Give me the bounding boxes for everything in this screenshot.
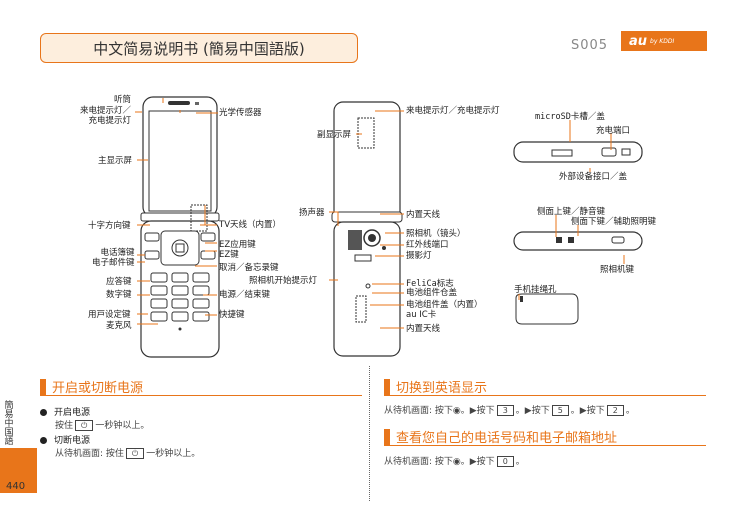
english-text-a: 从待机画面: 按下 (384, 406, 453, 416)
label-mic: 麦克风 (106, 321, 132, 331)
label-power-key: 电源／结束键 (219, 290, 271, 300)
key-2: 2 (606, 405, 624, 416)
center-key-icon: ◉ (452, 457, 461, 467)
label-sub-display: 副显示屏 (317, 130, 352, 140)
label-inner-antenna: 内置天线 (406, 210, 441, 220)
power-off-text-b: 一秒钟以上。 (146, 449, 201, 459)
label-number-key: 数字键 (106, 290, 132, 300)
english-text-b: 。▶按下 (460, 406, 495, 416)
english-text-c: 。▶按下 (515, 406, 550, 416)
label-camera-start-light: 照相机开始提示灯 (249, 276, 318, 286)
label-battery-cover: 电池组件仓盖 (406, 288, 458, 298)
key-3: 3 (496, 405, 514, 416)
myinfo-text-a: 从待机画面: 按下 (384, 457, 453, 467)
label-charge-port: 充电端口 (596, 126, 631, 136)
power-on-title: 开启电源 (54, 408, 91, 418)
label-cancel-key: 取消／备忘录键 (219, 263, 279, 273)
label-main-display: 主显示屏 (98, 156, 133, 166)
label-incoming-light-back: 来电提示灯／充电提示灯 (406, 106, 500, 116)
label-microsd: microSD卡槽／盖 (535, 112, 605, 122)
phone-side-top-illustration (513, 141, 643, 163)
power-on-text-a: 按住 (55, 421, 74, 431)
label-side-down-key: 侧面下键／辅助照明键 (571, 217, 657, 227)
column-divider (369, 366, 370, 501)
power-off-text: 从待机画面: 按住⏻一秒钟以上。 (55, 446, 200, 459)
power-off-text-a: 从待机画面: 按住 (55, 449, 124, 459)
section-english-title-text: 切换到英语显示 (396, 381, 488, 396)
logo-sub: by KDDI (650, 37, 675, 45)
section-bar (384, 428, 390, 445)
english-text-d: 。▶按下 (570, 406, 605, 416)
english-text-e: 。 (625, 406, 635, 416)
page-title: 中文简易说明书 (簡易中国語版) (40, 33, 358, 63)
section-bar (40, 378, 46, 395)
key-0: 0 (496, 456, 514, 467)
label-shortcut-key: 快捷键 (219, 310, 245, 320)
label-ez-app-key: EZ应用键 EZ键 (219, 240, 256, 260)
power-key-icon: ⏻ (75, 420, 94, 431)
label-cross-key: 十字方向键 (88, 221, 131, 231)
side-tab-label: 簡易中国語 (0, 400, 14, 449)
label-ext-port: 外部设备接口／盖 (559, 172, 628, 182)
section-power-title-text: 开启或切断电源 (52, 381, 144, 396)
logo-main: au (629, 33, 648, 49)
label-battery-pack: 电池组件盖（内置） au IC卡 (406, 300, 483, 320)
phone-front-illustration (140, 96, 220, 358)
center-key-icon: ◉ (452, 406, 461, 416)
section-power-title: 开启或切断电源 (40, 378, 362, 396)
model-name: S005 (571, 38, 609, 53)
power-on-text: 按住⏻一秒钟以上。 (55, 418, 149, 431)
label-inner-antenna-2: 内置天线 (406, 324, 441, 334)
phone-strap-illustration (515, 293, 579, 325)
power-off-title: 切断电源 (54, 436, 91, 446)
bullet-power-off: 切断电源 (40, 433, 90, 446)
label-earpiece: 听筒 (114, 95, 132, 105)
section-english-title: 切换到英语显示 (384, 378, 706, 396)
bullet-dot (40, 409, 47, 416)
power-on-text-b: 一秒钟以上。 (95, 421, 150, 431)
label-ir-port: 红外线端口 (406, 240, 449, 250)
side-tab-text: 簡易中国語 (2, 400, 13, 445)
label-incoming-light-front: 来电提示灯／ 充电提示灯 (80, 106, 132, 126)
label-camera-key: 照相机键 (600, 265, 635, 275)
section-myinfo-title-text: 查看您自己的电话号码和电子邮箱地址 (396, 431, 618, 446)
label-strap-hole: 手机挂绳孔 (514, 285, 557, 295)
label-photo-light: 摄影灯 (406, 251, 432, 261)
label-phonebook-key: 电话簿键 电子邮件键 (92, 248, 135, 268)
key-5: 5 (551, 405, 569, 416)
page-number: 440 (6, 481, 26, 492)
power-key-icon: ⏻ (125, 448, 145, 459)
label-user-key: 用戸设定键 (88, 310, 131, 320)
bullet-power-on: 开启电源 (40, 405, 90, 418)
bullet-dot (40, 437, 47, 444)
label-side-up-key: 侧面上键／静音键 (537, 207, 606, 217)
label-speaker: 扬声器 (299, 208, 325, 218)
label-tv-antenna: TV天线（内置） (219, 220, 282, 230)
myinfo-text-b: 。▶按下 (460, 457, 495, 467)
phone-side-edge-illustration (513, 231, 643, 251)
label-felica: FeliCa标志 (406, 279, 454, 289)
page-corner-tab (0, 448, 37, 493)
myinfo-text-c: 。 (515, 457, 525, 467)
label-camera-lens: 照相机（镜头） (406, 229, 466, 239)
label-optical-sensor: 光学传感器 (219, 108, 262, 118)
section-bar (384, 378, 390, 395)
section-myinfo-title: 查看您自己的电话号码和电子邮箱地址 (384, 428, 706, 446)
label-send-key: 应答键 (106, 277, 132, 287)
